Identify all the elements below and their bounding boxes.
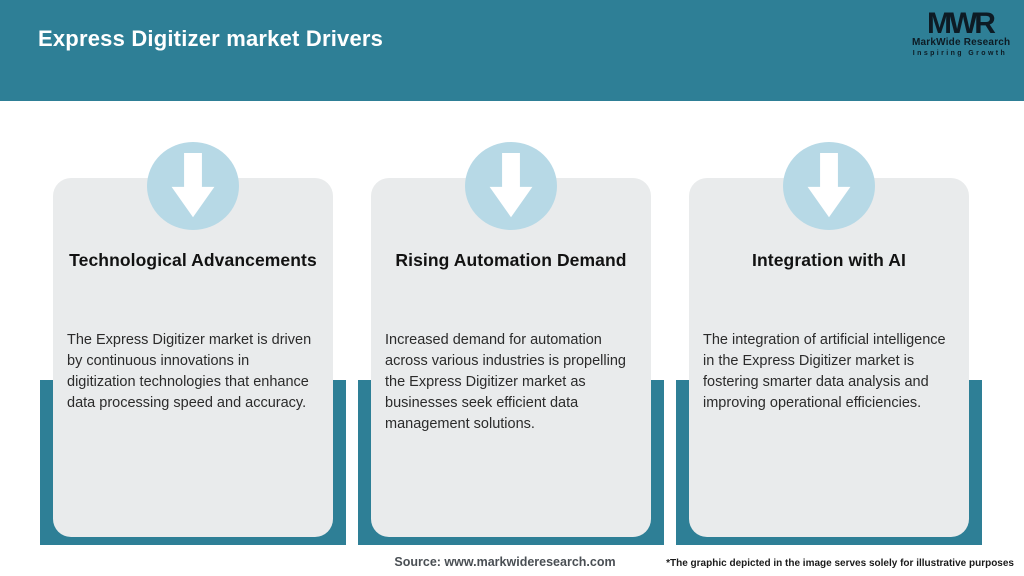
mwr-logo-icon: MWR <box>927 7 996 40</box>
driver-card: Technological Advancements The Express D… <box>53 178 333 537</box>
logo-company-name: MarkWide Research <box>912 37 1011 48</box>
markwide-research-logo: MWR MarkWide Research Inspiring Growth <box>912 7 1011 58</box>
page-title: Express Digitizer market Drivers <box>38 26 384 51</box>
card-description: The Express Digitizer market is driven b… <box>67 332 312 411</box>
card-title: Technological Advancements <box>69 250 317 270</box>
driver-column-rising-automation-demand: Rising Automation Demand Increased deman… <box>358 142 664 545</box>
card-title: Rising Automation Demand <box>395 250 627 270</box>
driver-card: Integration with AI The integration of a… <box>689 178 969 537</box>
down-arrow-icon <box>465 142 557 230</box>
card-description: Increased demand for automation across v… <box>385 332 626 432</box>
source-credit: Source: www.markwideresearch.com <box>394 555 616 569</box>
driver-column-integration-with-ai: Integration with AI The integration of a… <box>676 142 982 545</box>
driver-column-technological-advancements: Technological Advancements The Express D… <box>40 142 346 545</box>
header-bar: Express Digitizer market Drivers MWR Mar… <box>0 0 1024 101</box>
down-arrow-icon <box>147 142 239 230</box>
card-description: The integration of artificial intelligen… <box>703 332 946 411</box>
disclaimer-note: *The graphic depicted in the image serve… <box>666 558 1014 569</box>
logo-tagline: Inspiring Growth <box>912 50 1008 57</box>
driver-card: Rising Automation Demand Increased deman… <box>371 178 651 537</box>
down-arrow-icon <box>783 142 875 230</box>
card-title: Integration with AI <box>752 250 906 270</box>
